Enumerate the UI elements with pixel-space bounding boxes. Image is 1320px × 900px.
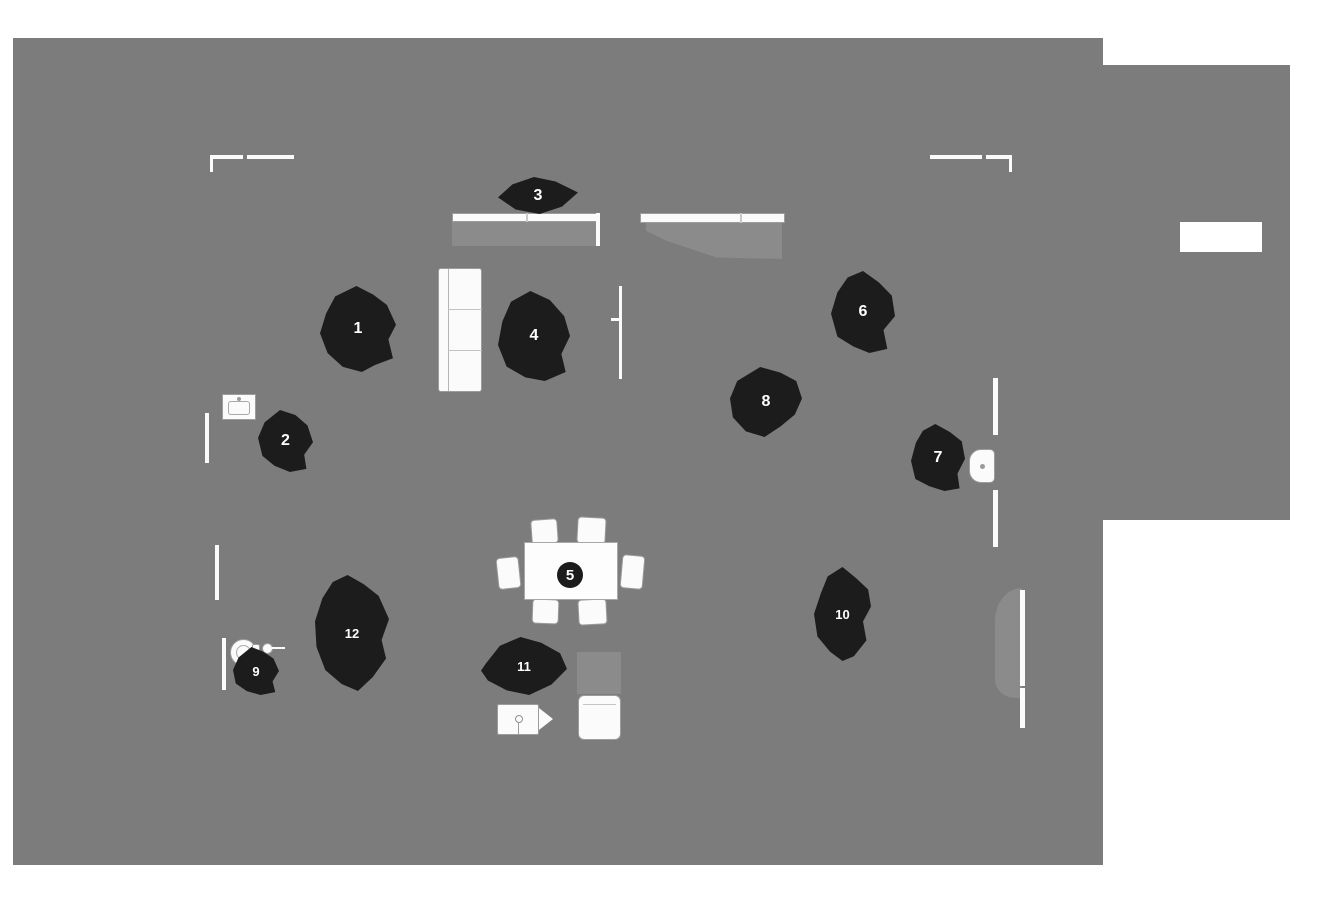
sink-unit (222, 394, 256, 420)
sofa-backrest (439, 269, 449, 391)
dining-chair (576, 516, 607, 545)
marker-number: 7 (933, 448, 943, 466)
utility-cabinet (497, 704, 539, 735)
counter-divider (740, 213, 742, 223)
door-swing-shade (995, 588, 1022, 698)
marker-number: 1 (353, 320, 363, 337)
knob-icon (515, 715, 523, 723)
wall-opening-mark (930, 155, 982, 159)
window-mark (1020, 688, 1025, 728)
window-mark (222, 638, 226, 690)
kitchen-counter-top (452, 213, 598, 222)
marker-number: 4 (529, 327, 539, 344)
counter-shadow (452, 222, 596, 246)
wall-cabinet (640, 213, 785, 223)
marker-number: 6 (858, 303, 868, 320)
window-mark (215, 545, 219, 600)
sofa-cushion-line (448, 309, 482, 311)
window-mark (993, 490, 998, 547)
marker-number: 9 (252, 663, 260, 679)
dining-chair (495, 555, 522, 591)
washing-machine-panel-line (583, 704, 616, 705)
sink-basin (228, 401, 250, 415)
wall-opening-mark (247, 155, 294, 159)
wall-opening-mark (1009, 155, 1012, 172)
marker-number: 12 (344, 625, 360, 641)
pointer-triangle-icon (539, 708, 553, 730)
hotspot-marker-5[interactable]: 5 (557, 562, 583, 588)
blank-label-box (1180, 222, 1262, 252)
toilet-flush-dot (980, 464, 985, 469)
marker-number: 11 (517, 658, 531, 674)
door-leaf (619, 286, 622, 379)
dining-chair (577, 598, 608, 626)
floor-area-right-wing (1103, 65, 1290, 520)
dining-chair (530, 518, 559, 545)
marker-number: 5 (565, 566, 575, 584)
marker-number: 8 (761, 393, 771, 410)
window-mark (1020, 590, 1025, 686)
knob-stem (518, 723, 519, 735)
faucet-line (272, 647, 285, 649)
wall-opening-mark (212, 155, 243, 159)
counter-divider (526, 213, 528, 222)
dining-chair (619, 554, 646, 590)
washing-machine (578, 695, 621, 740)
window-mark (993, 378, 998, 435)
toilet (969, 449, 995, 483)
door-hinge-mark (611, 318, 620, 321)
sofa-cushion-line (448, 349, 482, 351)
appliance-recess (577, 652, 621, 694)
marker-number: 10 (835, 606, 850, 622)
sofa (438, 268, 482, 392)
faucet-dot (237, 397, 241, 401)
counter-end-panel (596, 213, 600, 246)
marker-number: 2 (281, 432, 290, 449)
marker-number: 3 (533, 186, 543, 204)
wall-opening-mark (986, 155, 1010, 159)
wall-opening-mark (210, 155, 213, 172)
dining-chair (531, 598, 560, 625)
window-mark (205, 413, 209, 463)
